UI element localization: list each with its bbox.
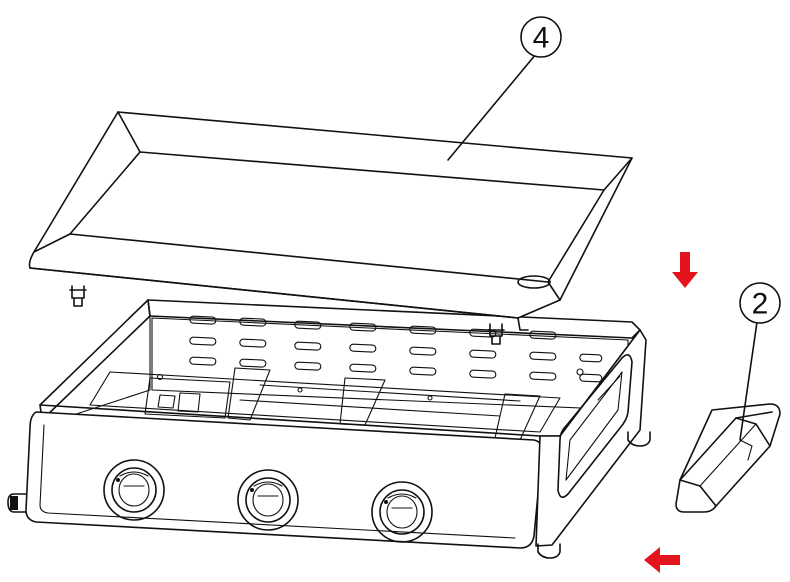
plate-mounting-pin-right [487, 323, 505, 345]
grill-feet [537, 431, 651, 559]
grease-tray [675, 403, 781, 513]
plate-mounting-pin-left [69, 285, 87, 307]
gas-inlet-fitting [7, 493, 27, 513]
control-panel [25, 411, 543, 549]
red-arrow-down-icon [672, 252, 698, 288]
control-knob-right [371, 481, 433, 543]
callout-2: 2 [739, 282, 781, 441]
callout-4: 4 [447, 16, 562, 161]
red-arrow-left-icon [644, 547, 680, 573]
callout-4-label: 4 [533, 22, 550, 55]
control-knob-left [103, 459, 165, 521]
heat-shield-back-panel [151, 315, 629, 411]
control-knob-center [237, 469, 299, 531]
grill-base [7, 299, 651, 559]
callout-2-label: 2 [752, 288, 769, 321]
griddle-plate [28, 111, 633, 345]
grease-drain-hole [517, 275, 551, 289]
